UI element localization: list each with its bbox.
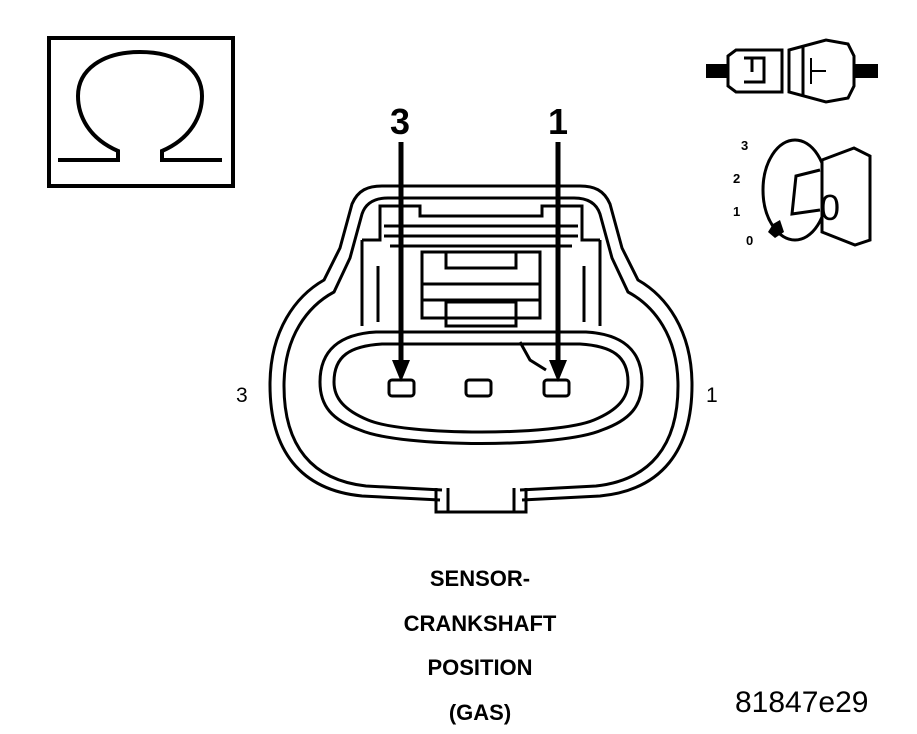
ignition-off-icon: 3 2 1 0 0 <box>733 138 872 248</box>
ignition-position-1: 1 <box>733 204 740 219</box>
arrow-label-pin-1: 1 <box>548 101 568 142</box>
figure-code: 81847e29 <box>735 686 868 719</box>
terminal-1 <box>542 378 571 398</box>
caption-line-4: (GAS) <box>449 700 511 725</box>
ignition-position-0: 0 <box>746 233 753 248</box>
caption-line-3: POSITION <box>427 655 532 680</box>
connector-disconnected-icon <box>706 38 878 104</box>
pin-1-arrow <box>549 142 567 382</box>
terminal-cavities <box>387 378 571 398</box>
terminal-2 <box>464 378 493 398</box>
connector-body <box>268 184 694 514</box>
pin-3-arrow <box>392 142 410 382</box>
key-position-text: 0 <box>820 187 840 228</box>
connector-caption: SENSOR- CRANKSHAFT POSITION (GAS) <box>404 566 557 725</box>
ignition-position-2: 2 <box>733 171 740 186</box>
arrow-label-pin-3: 3 <box>390 101 410 142</box>
side-label-pin-1: 1 <box>706 384 718 407</box>
caption-line-1: SENSOR- <box>430 566 530 591</box>
terminal-3 <box>387 378 416 398</box>
side-label-pin-3: 3 <box>236 384 248 407</box>
ohm-meter-icon <box>47 36 235 188</box>
caption-line-2: CRANKSHAFT <box>404 611 557 636</box>
ignition-position-3: 3 <box>741 138 748 153</box>
